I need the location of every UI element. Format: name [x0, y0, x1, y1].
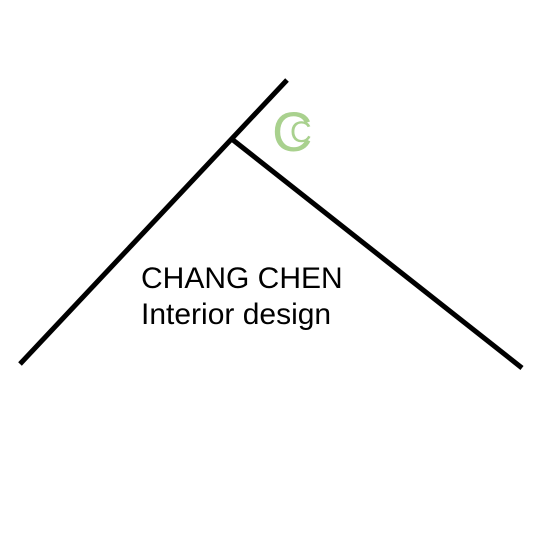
monogram-inner-letter: C	[290, 116, 312, 149]
brand-name: CHANG CHEN	[141, 262, 343, 295]
roof-right-line	[231, 138, 524, 370]
brand-text: CHANG CHEN Interior design	[141, 262, 343, 332]
roof-left-line	[18, 78, 289, 366]
monogram-outer-letter: C	[272, 100, 313, 163]
cc-monogram: C C	[272, 102, 322, 172]
brand-tagline: Interior design	[141, 298, 332, 331]
